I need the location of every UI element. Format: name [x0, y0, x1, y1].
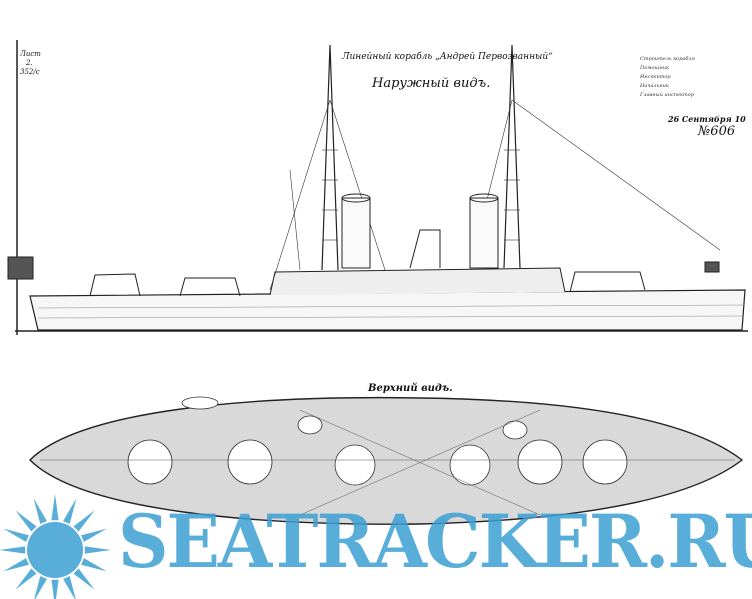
sun-ray	[73, 510, 95, 532]
signature-line: Главный инспектор	[640, 92, 694, 98]
sheet-reference: Лист 2. 352/с	[20, 50, 41, 77]
sun-ray	[15, 510, 37, 532]
sun-ray	[3, 558, 29, 572]
side-view	[7, 44, 748, 332]
sun-ray	[63, 498, 77, 524]
drawing-number: №606	[698, 124, 736, 139]
sun-ray	[15, 568, 37, 590]
watermark-sun-icon	[0, 494, 111, 599]
top-view	[29, 396, 744, 525]
signature-line: Строитель корабля	[640, 56, 695, 62]
sun-ray	[84, 546, 111, 554]
side-view-label: Наружный видъ.	[372, 76, 491, 91]
signature-line: Помощник	[640, 65, 670, 71]
sun-ray	[3, 528, 29, 542]
sun-ray	[51, 579, 59, 599]
watermark-text: SEATRACKER.RU	[118, 497, 752, 586]
signatures-block: Строитель корабля Помощник Инспектор Нач…	[640, 55, 695, 100]
sun-ray	[81, 528, 107, 542]
sun-ray	[63, 576, 76, 599]
drawing-date: 26 Сентября 10	[668, 114, 746, 124]
sheet-number: 2.	[26, 59, 33, 67]
signature-line: Инспектор	[640, 74, 671, 80]
top-view-label: Верхний видъ.	[368, 383, 453, 394]
sun-ray	[73, 568, 95, 590]
sun-ray	[0, 546, 26, 554]
drawing-title: Линейный корабль „Андрей Первозванный“	[342, 52, 553, 62]
sun-ray	[33, 498, 47, 524]
sun-ray	[51, 494, 59, 521]
signature-line: Начальник	[640, 83, 669, 89]
sun-ray	[81, 558, 107, 572]
sheet-code: 352/с	[20, 68, 40, 76]
sheet-label: Лист	[20, 50, 41, 58]
sun-ray	[34, 576, 47, 599]
